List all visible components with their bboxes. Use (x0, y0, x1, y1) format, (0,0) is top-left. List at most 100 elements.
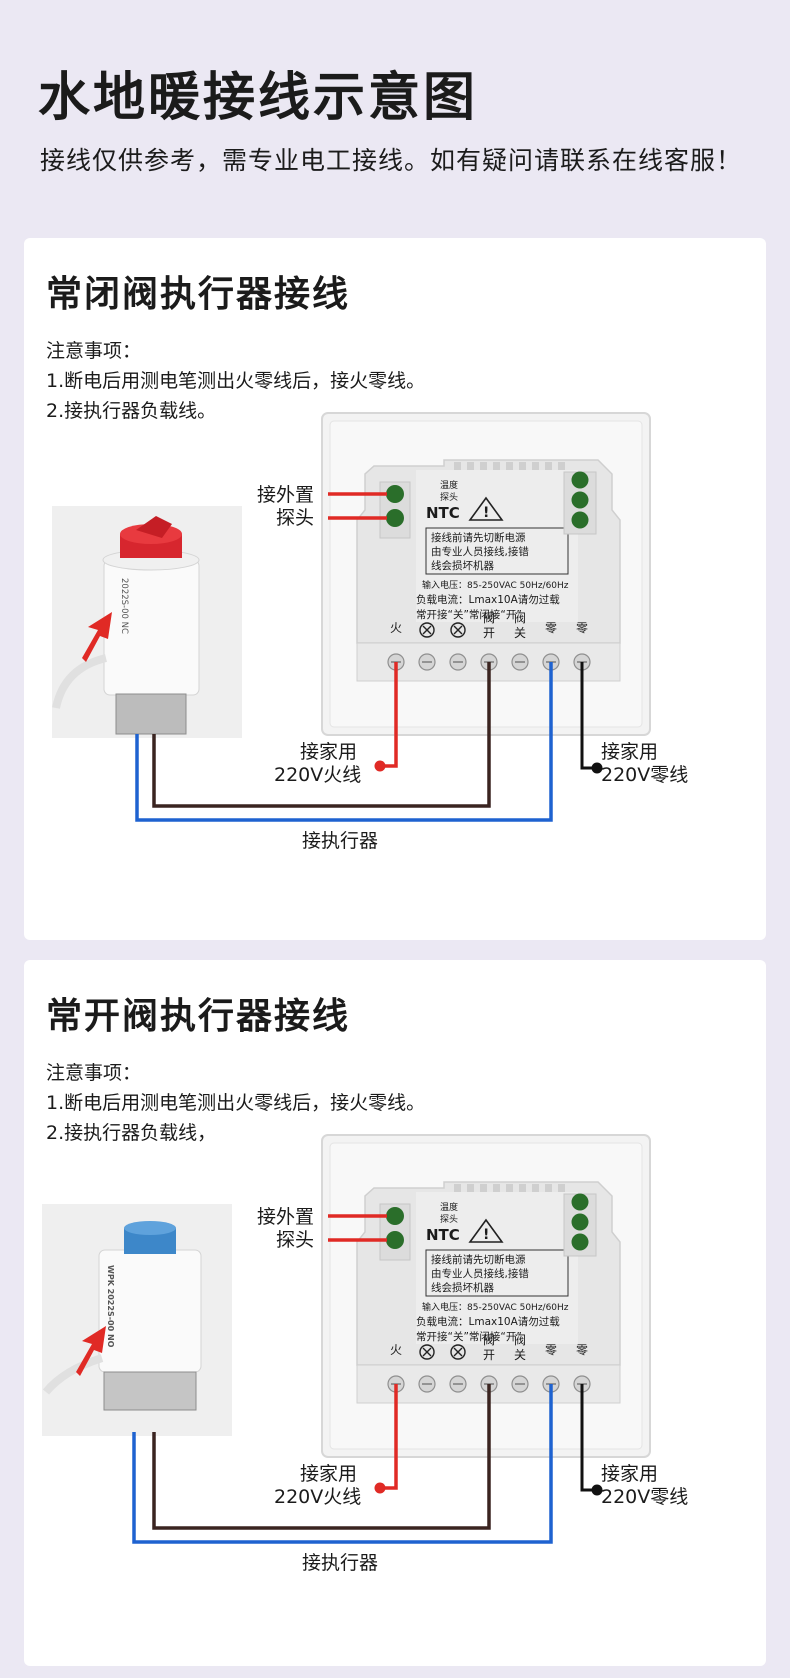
terminal-label: 零 (576, 1343, 588, 1357)
probe-label: 探头 (440, 1213, 458, 1225)
actuator-cable (52, 654, 108, 709)
note-item: 1.断电后用测电笔测出火零线后，接火零线。 (46, 370, 426, 392)
terminal-label: 阀 (483, 611, 495, 625)
brown-wire (152, 1384, 491, 1530)
warning-mark: ! (483, 505, 489, 521)
circle-x-mark (453, 1347, 463, 1357)
warning-text: 由专业人员接线,接错 (431, 545, 529, 558)
vent-slot (467, 1184, 474, 1192)
aux-terminal (571, 1193, 589, 1211)
spec-sticker (416, 470, 578, 622)
terminal-label: 阀 (514, 611, 526, 625)
warning-text: 接线前请先切断电源 (431, 1253, 526, 1266)
probe-label-text: 接外置 (257, 484, 314, 506)
vent-slot (532, 462, 539, 470)
warning-text: 线会损坏机器 (431, 559, 494, 572)
wiring-diagram: 温度探头NTC!接线前请先切断电源由专业人员接线,接错线会损坏机器输入电压：85… (42, 1134, 688, 1574)
vent-slot (480, 1184, 487, 1192)
neutral-wire (580, 662, 595, 770)
warning-text: 接线前请先切断电源 (431, 531, 526, 544)
neutral-wire-end (591, 762, 603, 774)
aux-terminal (571, 511, 589, 529)
circle-x-mark (422, 1347, 432, 1357)
probe-label-text: 探头 (276, 1229, 314, 1251)
live-label-text: 220V火线 (274, 1486, 361, 1508)
terminal-label: 关 (514, 1348, 526, 1362)
vent-slot (493, 462, 500, 470)
neutral-label-text: 220V零线 (601, 764, 688, 786)
neutral-label-text: 220V零线 (601, 1486, 688, 1508)
wiring-diagram: 温度探头NTC!接线前请先切断电源由专业人员接线,接错线会损坏机器输入电压：85… (52, 412, 688, 852)
red-arrow-icon (82, 612, 112, 662)
note-item: 2.接执行器负载线。 (46, 400, 217, 422)
normally-closed-actuator-photo (103, 559, 200, 696)
warning-box (425, 527, 569, 575)
ntc-label: NTC (426, 1226, 460, 1244)
live-label-text: 接家用 (300, 1463, 357, 1485)
notes: 注意事项： 1.断电后用测电笔测出火零线后，接火零线。 2.接执行器负载线， (46, 1058, 425, 1148)
page-title: 水地暖接线示意图 (38, 68, 479, 128)
neutral-label-text: 接家用 (601, 1463, 658, 1485)
spec-voltage: 输入电压：85-250VAC 50Hz/60Hz (422, 1301, 569, 1313)
note-item: 2.接执行器负载线， (46, 1122, 217, 1144)
actuator-label-text: 接执行器 (302, 830, 378, 852)
circle-x-mark (453, 625, 463, 635)
terminal-label: 零 (545, 1343, 557, 1357)
vent-slot (545, 1184, 552, 1192)
ntc-label: NTC (426, 504, 460, 522)
vent-slot (558, 1184, 565, 1192)
page-subtitle: 接线仅供参考，需专业电工接线。如有疑问请联系在线客服！ (40, 146, 743, 175)
neutral-wire-end (591, 1484, 603, 1496)
terminal-label: 关 (514, 626, 526, 640)
terminal-label: 阀 (514, 1333, 526, 1347)
vent-slot (545, 462, 552, 470)
probe-terminal (386, 1231, 404, 1249)
warning-text: 由专业人员接线,接错 (431, 1267, 529, 1280)
probe-terminal (386, 509, 404, 527)
terminal-label: 开 (483, 626, 495, 640)
live-label-text: 接家用 (300, 741, 357, 763)
live-wire (382, 1384, 398, 1490)
section-title: 常开阀执行器接线 (46, 996, 351, 1037)
blue-wire (132, 1384, 553, 1544)
brown-wire (152, 662, 491, 808)
actuator-nut (115, 693, 187, 735)
aux-terminal (571, 491, 589, 509)
warning-triangle-icon (468, 1218, 504, 1243)
spec-mode: 常开接“关”常闭接“开” (416, 608, 522, 621)
probe-terminal (386, 485, 404, 503)
probe-label: 温度 (440, 1201, 458, 1213)
live-wire-end (374, 1482, 386, 1494)
probe-terminal (386, 1207, 404, 1225)
circle-x-mark (422, 625, 432, 635)
live-wire (382, 662, 398, 768)
vent-slot (558, 462, 565, 470)
vent-slot (454, 1184, 461, 1192)
vent-slot (506, 1184, 513, 1192)
aux-terminal (571, 1213, 589, 1231)
diagram-layer: 温度探头NTC!接线前请先切断电源由专业人员接线,接错线会损坏机器输入电压：85… (52, 412, 688, 852)
red-arrow-icon (76, 1326, 106, 1376)
terminal-label: 零 (576, 621, 588, 635)
spec-mode: 常开接“关”常闭接“开” (416, 1330, 522, 1343)
actuator-cable (42, 1354, 104, 1395)
spec-voltage: 输入电压：85-250VAC 50Hz/60Hz (422, 579, 569, 591)
circle-x-icon (419, 1344, 435, 1360)
warning-mark: ! (483, 1227, 489, 1243)
circle-x-icon (419, 622, 435, 638)
circle-x-icon (450, 1344, 466, 1360)
actuator-model-text: WPK 2022S-00 NO (106, 1265, 115, 1348)
notes-heading: 注意事项： (46, 340, 142, 362)
terminal-label: 阀 (483, 1333, 495, 1347)
notes-heading: 注意事项： (46, 1062, 142, 1084)
vent-slot (493, 1184, 500, 1192)
vent-slot (506, 462, 513, 470)
probe-label-text: 接外置 (257, 1206, 314, 1228)
vent-slot (519, 462, 526, 470)
vent-slot (519, 1184, 526, 1192)
warning-text: 线会损坏机器 (431, 1281, 494, 1294)
actuator-nut (103, 1371, 197, 1411)
vent-slot (467, 462, 474, 470)
